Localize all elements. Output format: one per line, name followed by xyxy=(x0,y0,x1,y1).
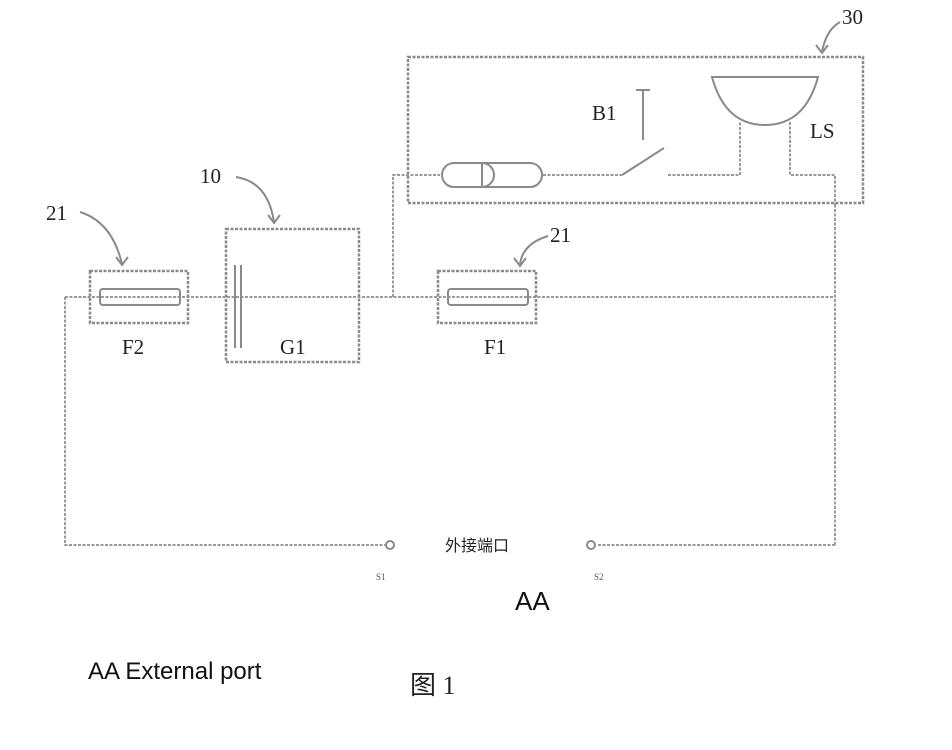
terminal-s1 xyxy=(386,541,394,549)
switch-to-speaker-wire xyxy=(668,122,740,175)
speaker-module-box xyxy=(408,57,863,203)
terminal-s1-label: S1 xyxy=(376,572,386,582)
left-return-wire xyxy=(65,297,385,545)
terminal-s2 xyxy=(587,541,595,549)
figure-caption: 图 1 xyxy=(410,671,456,700)
legend-text: AA External port xyxy=(88,658,262,685)
ref-21-left-label: 21 xyxy=(46,201,67,225)
fuse-f2-label: F2 xyxy=(122,335,144,359)
ref-30-arrow xyxy=(822,22,840,52)
port-chinese-label: 外接端口 xyxy=(445,537,509,555)
ref-30-label: 30 xyxy=(842,5,863,29)
switch-b1-label: B1 xyxy=(592,101,617,125)
ref-21-right-label: 21 xyxy=(550,223,571,247)
speaker-icon xyxy=(712,77,818,125)
port-code-label: AA xyxy=(515,586,550,616)
switch-actuator xyxy=(636,90,650,140)
switch-b1 xyxy=(622,148,664,175)
ref-10-label: 10 xyxy=(200,164,221,188)
fuse-f1-label: F1 xyxy=(484,335,506,359)
speaker-ls-label: LS xyxy=(810,119,835,143)
lamp-inner xyxy=(482,163,494,187)
indicator-lamp-icon xyxy=(442,163,542,187)
module-feed-wire xyxy=(393,175,440,297)
ref-21-left-arrow xyxy=(80,212,122,264)
generator-plate xyxy=(235,265,241,348)
generator-g1-label: G1 xyxy=(280,335,306,359)
terminal-s2-label: S2 xyxy=(594,572,604,582)
